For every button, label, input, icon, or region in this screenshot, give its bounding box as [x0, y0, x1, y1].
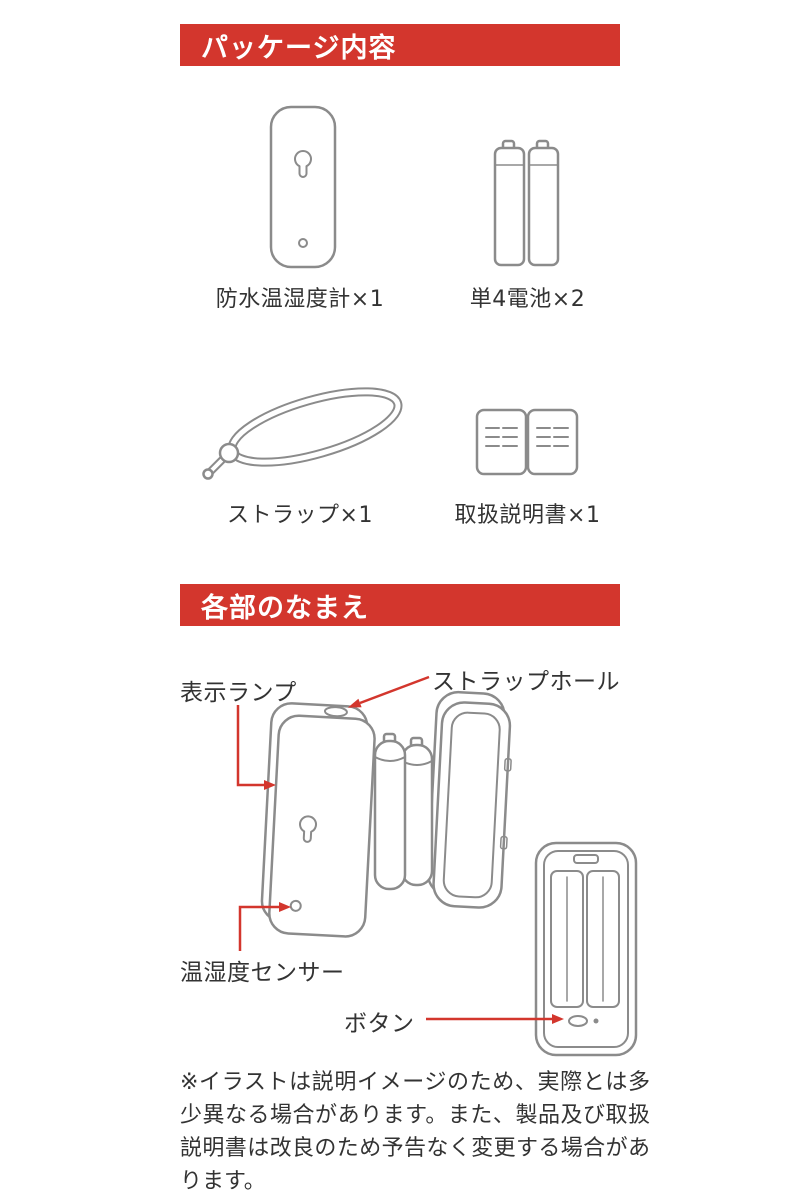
- aaa-battery-pair-icon: [493, 139, 560, 267]
- item-label-strap: ストラップ×1: [227, 503, 373, 528]
- label-strap-hole: ストラップホール: [432, 669, 620, 695]
- package-contents-banner: パッケージ内容: [180, 24, 620, 66]
- exploded-parts-illustration: [236, 675, 638, 1057]
- item-label-manual: 取扱説明書×1: [454, 503, 601, 528]
- battery-compartment-drawing: [534, 841, 638, 1057]
- device-body-drawing: [260, 702, 376, 938]
- manual-book-icon: [475, 408, 579, 476]
- label-indicator-lamp: 表示ランプ: [180, 680, 297, 706]
- label-button: ボタン: [344, 1011, 415, 1037]
- part-names-banner: 各部のなまえ: [180, 584, 620, 626]
- strap-icon: [202, 387, 403, 480]
- package-contents-title: パッケージ内容: [201, 32, 397, 64]
- item-label-device: 防水温湿度計×1: [215, 287, 385, 312]
- disclaimer-footnote: ※イラストは説明イメージのため、実際とは多少異なる場合があります。また、製品及び…: [180, 1070, 650, 1194]
- batteries-drawing: [373, 732, 434, 891]
- label-temp-humidity-sensor: 温湿度センサー: [180, 960, 345, 986]
- item-label-batteries: 単4電池×2: [469, 287, 586, 312]
- thermo-hygrometer-icon: [269, 105, 337, 269]
- part-names-title: 各部のなまえ: [201, 592, 369, 624]
- back-cover-frame-drawing: [426, 690, 512, 909]
- exploded-diagram: 表示ランプ ストラップホール 温湿度センサー ボタン: [180, 645, 640, 1065]
- leader-lines: [236, 675, 564, 1024]
